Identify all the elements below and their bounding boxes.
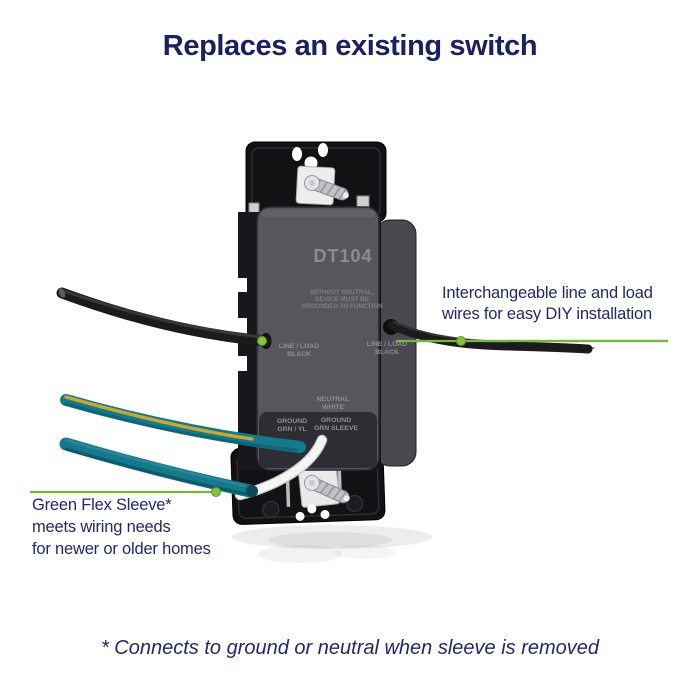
svg-text:BLACK: BLACK <box>287 351 311 358</box>
terminal-label-neutral: NEUTRAL WHITE <box>317 396 349 411</box>
page-title: Replaces an existing switch <box>162 30 538 62</box>
line-wire-left-black <box>56 287 272 347</box>
callout-right-line1: Interchangeable line and load <box>442 284 653 302</box>
terminal-label-line-load-left: LINE / LOAD BLACK <box>279 343 319 358</box>
footnote-sleeve-disclaimer: * Connects to ground or neutral when sle… <box>100 637 600 659</box>
callout-dot-left-wire <box>257 336 267 346</box>
callout-dot-right-wire <box>456 336 466 346</box>
mounting-hole <box>320 509 330 519</box>
svg-text:WITHOUT NEUTRAL,: WITHOUT NEUTRAL, <box>311 289 374 296</box>
load-wire-right-black <box>387 320 596 354</box>
flange-notch <box>236 318 247 334</box>
sleeve-cut-end <box>246 485 258 497</box>
mounting-screw-top <box>304 175 349 201</box>
mounting-hole <box>307 504 317 514</box>
callout-right-line2: wires for easy DIY installation <box>442 305 652 323</box>
svg-text:GRN SLEEVE: GRN SLEEVE <box>314 425 358 432</box>
yellow-stripe <box>64 395 254 441</box>
mounting-hole <box>295 511 305 521</box>
mounting-hole <box>318 143 328 157</box>
callout-dot-sleeve <box>211 487 221 497</box>
callout-interchangeable-wires: Interchangeable line and load wires for … <box>442 283 653 325</box>
callout-green-flex-sleeve: Green Flex Sleeve* meets wiring needs fo… <box>32 494 211 560</box>
mounting-hole <box>292 147 302 161</box>
smart-switch-device: DT104 WITHOUT NEUTRAL, DEVICE MUST BE GR… <box>230 141 417 525</box>
break-off-tab <box>356 195 370 208</box>
green-flex-sleeve-wire <box>59 437 258 498</box>
svg-text:GROUNDED TO FUNCTION: GROUNDED TO FUNCTION <box>301 303 383 310</box>
svg-text:LINE / LOAD: LINE / LOAD <box>279 343 319 350</box>
device-warning-label: WITHOUT NEUTRAL, DEVICE MUST BE GROUNDED… <box>301 289 383 310</box>
strap-boss <box>262 500 280 518</box>
terminal-label-line-load-right: LINE / LOAD BLACK <box>367 341 407 356</box>
callout-left-line2: meets wiring needs <box>32 518 171 536</box>
terminal-label-ground: GROUND GRN / YL <box>277 418 307 433</box>
svg-text:DEVICE MUST BE: DEVICE MUST BE <box>315 296 369 303</box>
callout-left-line3: for newer or older homes <box>32 540 211 558</box>
svg-text:GRN / YL: GRN / YL <box>277 426 306 433</box>
strap-boss <box>346 494 364 512</box>
svg-text:BLACK: BLACK <box>375 349 399 356</box>
mounting-screw-bottom <box>303 474 350 504</box>
device-shadow <box>232 525 432 563</box>
svg-text:WHITE: WHITE <box>322 404 344 411</box>
terminal-label-ground-sleeve: GROUND GRN SLEEVE <box>314 417 358 432</box>
svg-text:GROUND: GROUND <box>321 417 351 424</box>
svg-text:NEUTRAL: NEUTRAL <box>317 396 349 403</box>
device-body-bevel <box>261 210 375 217</box>
svg-text:LINE / LOAD: LINE / LOAD <box>367 341 407 348</box>
callout-left-line1: Green Flex Sleeve* <box>32 496 172 514</box>
ground-wire-green-yellow <box>60 394 306 453</box>
flange-notch <box>236 356 247 371</box>
flange-notch <box>236 278 247 292</box>
svg-text:GROUND: GROUND <box>277 418 307 425</box>
top-mounting-strap <box>245 141 387 223</box>
device-model-label: DT104 <box>313 246 372 266</box>
